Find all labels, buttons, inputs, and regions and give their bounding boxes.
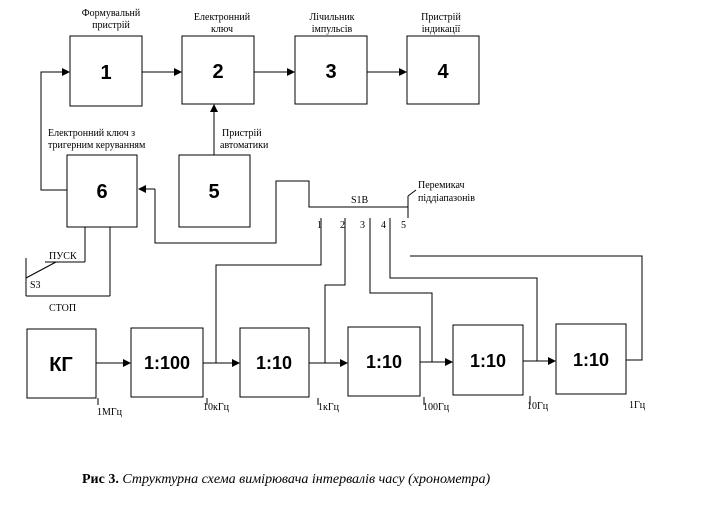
freq-label-1khz: 1кГц (318, 402, 340, 413)
block-6-triggered-key (66, 154, 138, 228)
figure-caption: Рис 3. Структурна схема вимірювача інтер… (82, 472, 490, 488)
tap-1hz-to-pos5 (410, 255, 643, 361)
divider-5-ratio: 1:10 (573, 350, 609, 370)
switch-label-line2: піддіапазонів (418, 193, 475, 204)
freq-label-100hz: 100Гц (423, 402, 450, 413)
divider-4 (452, 324, 524, 396)
divider-1-ratio: 1:100 (144, 353, 190, 373)
block-3-pulse-counter (294, 35, 368, 105)
switch-name: S1B (351, 195, 369, 206)
switch-label-pointer (407, 189, 417, 197)
block-1-label-line1: Формувальнй (82, 8, 141, 19)
switch-position-1: 1 (317, 220, 322, 231)
block-3-label-line2: імпульсів (312, 24, 353, 35)
block-6-label-line1: Електронний ключ з (48, 128, 135, 139)
block-5-number: 5 (208, 181, 219, 203)
divider-2-ratio: 1:10 (256, 353, 292, 373)
feedback-6-to-1 (40, 68, 70, 191)
divider-1 (130, 327, 204, 398)
divider-2 (239, 327, 310, 398)
block-4-label-line2: індикації (422, 24, 461, 35)
tap-10khz-to-pos1 (215, 218, 322, 363)
block-6-label-line2: тригерним керуванням (48, 140, 146, 151)
caption-text: Структурна схема вимірювача інтервалів ч… (122, 472, 491, 487)
stop-label: СТОП (49, 303, 76, 314)
block-1-label-line2: пристрій (92, 20, 130, 31)
divider-3 (347, 326, 421, 397)
block-2-number: 2 (212, 61, 223, 83)
block-5-automation (178, 154, 251, 228)
tap-1khz-to-pos2 (324, 218, 346, 363)
clock-generator-label: КГ (49, 354, 73, 376)
switch-position-2: 2 (340, 220, 345, 231)
caption-prefix: Рис 3. (82, 472, 119, 487)
divider-4-ratio: 1:10 (470, 351, 506, 371)
freq-label-1hz: 1Гц (629, 400, 646, 411)
switch-position-3: 3 (360, 220, 365, 231)
block-2-label-line2: ключ (211, 24, 233, 35)
block-4-label-line1: Пристрій (421, 12, 461, 23)
s3-contact-arm (25, 261, 57, 279)
block-6-number: 6 (96, 181, 107, 203)
block-4-indicator (406, 35, 480, 105)
block-1-number: 1 (100, 62, 111, 84)
clock-generator (26, 328, 97, 399)
tap-10hz-to-pos4 (389, 218, 538, 361)
switch-position-4: 4 (381, 220, 386, 231)
block-2-label-line1: Електронний (194, 12, 251, 23)
freq-label-10hz: 10Гц (527, 401, 549, 412)
freq-label-1mhz: 1МГц (97, 407, 123, 418)
block-3-label-line1: Лічильник (309, 12, 354, 23)
divider-3-ratio: 1:10 (366, 352, 402, 372)
block-5-label-line2: автоматики (220, 140, 269, 151)
freq-label-10khz: 10кГц (203, 402, 230, 413)
tap-100hz-to-pos3 (369, 218, 433, 362)
block-1-shaper (69, 35, 143, 107)
start-label: ПУСК (49, 251, 77, 262)
block-3-number: 3 (325, 61, 336, 83)
s3-label: S3 (30, 280, 41, 291)
block-5-label-line1: Пристрій (222, 128, 262, 139)
switch-common-wire (154, 180, 408, 244)
block-4-number: 4 (437, 61, 449, 83)
divider-5 (555, 323, 627, 395)
switch-position-5: 5 (401, 220, 406, 231)
switch-label-line1: Перемикач (418, 180, 465, 191)
block-2-electronic-key (181, 35, 255, 105)
